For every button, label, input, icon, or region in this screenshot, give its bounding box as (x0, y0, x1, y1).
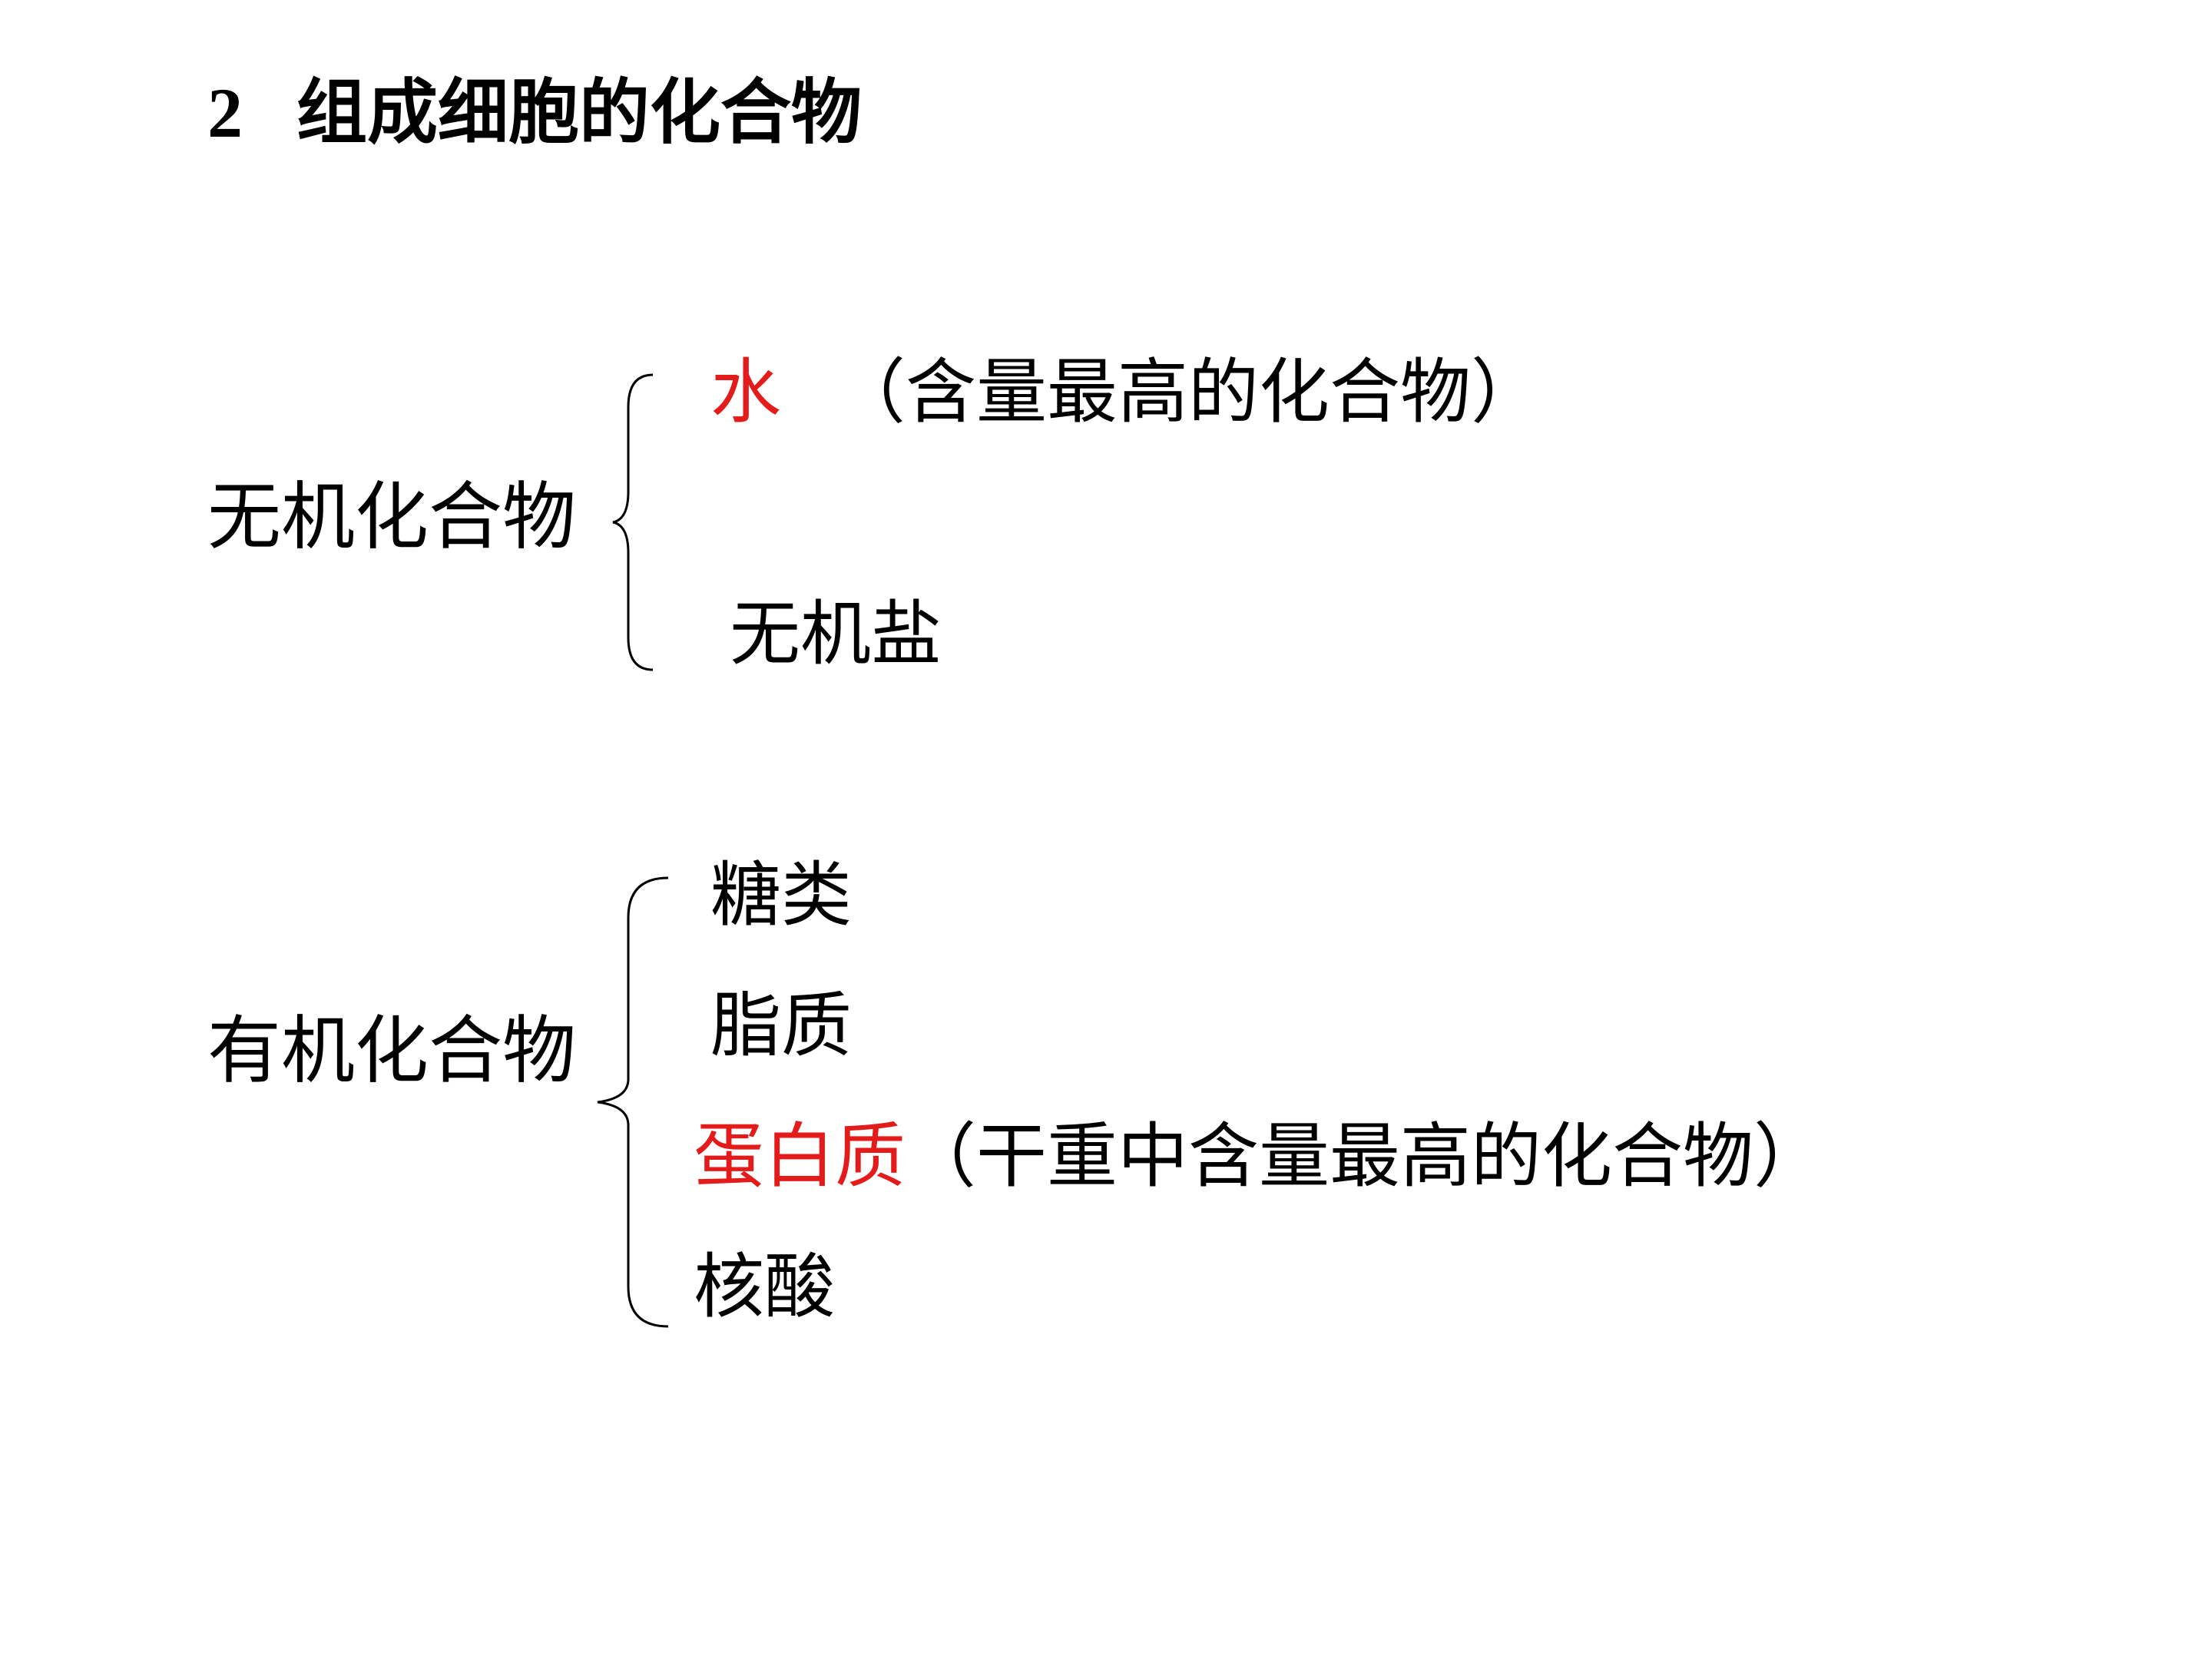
item-sugar-name: 糖类 (710, 854, 853, 936)
organic-item-protein: 蛋白质（干重中含量最高的化合物） (694, 1121, 1824, 1192)
item-water-note: （含量最高的化合物） (835, 351, 1542, 433)
organic-brace (597, 876, 669, 1328)
item-water-name: 水 (710, 351, 782, 433)
item-nucleic-acid-name: 核酸 (694, 1246, 836, 1328)
inorganic-brace (612, 373, 654, 671)
title-number: 2 (207, 74, 243, 152)
organic-label: 有机化合物 (207, 1008, 576, 1094)
title-text: 组成细胞的化合物 (296, 71, 863, 154)
inorganic-item-water: 水（含量最高的化合物） (710, 357, 1541, 428)
item-salt-name: 无机盐 (730, 593, 942, 675)
organic-item-nucleic-acid: 核酸 (694, 1252, 835, 1323)
organic-item-lipid: 脂质 (710, 991, 852, 1061)
inorganic-item-salt: 无机盐 (730, 599, 942, 670)
inorganic-label: 无机化合物 (207, 474, 576, 560)
item-lipid-name: 脂质 (710, 985, 853, 1067)
item-protein-name: 蛋白质 (694, 1115, 906, 1197)
organic-item-sugar: 糖类 (710, 860, 852, 931)
item-protein-note: （干重中含量最高的化合物） (906, 1115, 1825, 1197)
